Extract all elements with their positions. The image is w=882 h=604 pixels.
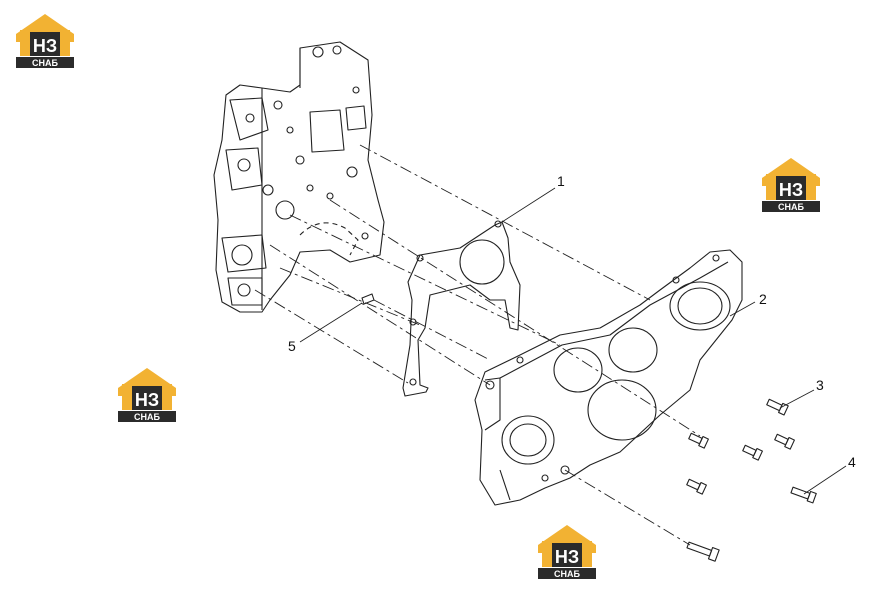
logo-mark: НЗ bbox=[555, 547, 579, 567]
bolt bbox=[688, 432, 709, 449]
bolt bbox=[686, 541, 720, 562]
logo-mark: НЗ bbox=[779, 180, 803, 200]
bolt bbox=[774, 433, 795, 450]
logo-icon: НЗ СНАБ bbox=[760, 156, 822, 212]
callout-3: 3 bbox=[816, 377, 824, 393]
logo-icon: НЗ СНАБ bbox=[14, 12, 76, 68]
logo-word: СНАБ bbox=[134, 412, 160, 422]
gasket bbox=[402, 220, 521, 397]
bolt bbox=[686, 478, 707, 495]
bolt bbox=[766, 398, 789, 416]
logo-icon: НЗ СНАБ bbox=[536, 523, 598, 579]
bolt bbox=[790, 486, 817, 504]
bolt-group bbox=[686, 398, 817, 562]
leader-lines bbox=[299, 187, 847, 495]
engine-block bbox=[213, 41, 385, 313]
logo-mark: НЗ bbox=[135, 390, 159, 410]
timing-cover bbox=[474, 249, 743, 506]
callout-5: 5 bbox=[288, 338, 296, 354]
bolt bbox=[742, 444, 763, 461]
callout-2: 2 bbox=[759, 291, 767, 307]
callout-4: 4 bbox=[848, 454, 856, 470]
logo-icon: НЗ СНАБ bbox=[116, 366, 178, 422]
logo-word: СНАБ bbox=[554, 569, 580, 579]
logo-word: СНАБ bbox=[32, 58, 58, 68]
assembly-lines bbox=[254, 144, 701, 546]
logo-word: СНАБ bbox=[778, 202, 804, 212]
logo-mark: НЗ bbox=[33, 36, 57, 56]
dowel-pin bbox=[361, 293, 375, 305]
callout-1: 1 bbox=[557, 173, 565, 189]
